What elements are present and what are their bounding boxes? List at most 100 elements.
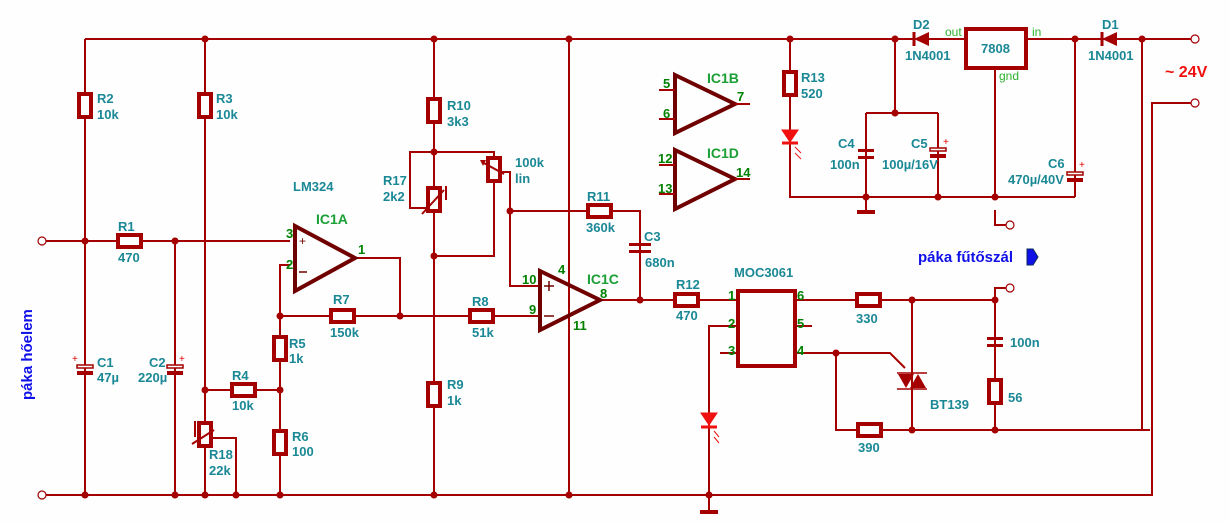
r18-name: R18	[209, 447, 233, 462]
ic1c-label: IC1C	[587, 271, 619, 287]
ic1d-pin-13: 13	[658, 181, 672, 196]
c5-name: C5	[911, 136, 928, 151]
resistor-390	[856, 422, 883, 438]
ic1c-pin-4: 4	[558, 262, 566, 277]
svg-text:+: +	[1079, 160, 1085, 171]
ic1b-label: IC1B	[707, 70, 739, 86]
moc-pin-5: 5	[797, 316, 804, 331]
resistor-r11	[586, 203, 613, 219]
led-heating	[700, 412, 720, 444]
regulator-pin-out: out	[945, 25, 962, 39]
r5-value: 1k	[289, 351, 304, 366]
r1-name: R1	[118, 219, 135, 234]
r3-value: 10k	[216, 107, 238, 122]
ic1d-pin-14: 14	[736, 165, 751, 180]
c2-value: 220µ	[138, 370, 167, 385]
svg-text:+: +	[179, 354, 185, 365]
resistor-r7	[329, 308, 356, 324]
r2-value: 10k	[97, 107, 119, 122]
supply-terminal-2	[1190, 98, 1200, 108]
resistor-r9	[426, 381, 442, 408]
moc-pin-6: 6	[797, 288, 804, 303]
r10-value: 3k3	[447, 114, 469, 129]
moc-pin-2: 2	[728, 316, 735, 331]
ic1b-pin-6: 6	[663, 106, 670, 121]
triac-name: BT139	[930, 397, 969, 412]
heater-terminal-2	[1005, 283, 1015, 293]
regulator-name: 7808	[981, 41, 1010, 56]
resistor-r18	[197, 421, 213, 448]
r4-name: R4	[232, 368, 249, 383]
c2-name: C2	[149, 355, 166, 370]
r11-name: R11	[587, 189, 610, 204]
c1-name: C1	[97, 355, 114, 370]
r17-value: 2k2	[383, 189, 405, 204]
capacitor-bodies	[76, 147, 1084, 375]
resistor-r6	[272, 429, 288, 456]
c3-name: C3	[644, 229, 661, 244]
c1-value: 47µ	[97, 370, 119, 385]
resistor-r8	[468, 308, 495, 324]
resistor-r12	[673, 292, 700, 308]
resistor-bodies	[77, 70, 1003, 456]
svg-text:+: +	[943, 137, 949, 148]
thermocouple-terminal-1	[37, 236, 47, 246]
ic-name: LM324	[293, 179, 334, 194]
r7-value: 150k	[330, 325, 360, 340]
ic1c-pin-11: 11	[573, 318, 587, 333]
resistor-r3	[197, 92, 213, 119]
heater-arrow-icon	[1026, 248, 1039, 266]
moc-pin-3: 3	[728, 343, 735, 358]
supply-label: ~ 24V	[1165, 64, 1208, 81]
svg-text:+: +	[72, 354, 78, 365]
ic1c-pin-10: 10	[522, 272, 536, 287]
resistor-330	[855, 292, 882, 308]
r1-value: 470	[118, 250, 140, 265]
resistor-56	[987, 378, 1003, 405]
d1-name: D1	[1102, 17, 1119, 32]
r3-name: R3	[216, 91, 233, 106]
pot-value: 100k	[515, 155, 545, 170]
resistor-r10	[426, 97, 442, 124]
r56-value: 56	[1008, 390, 1022, 405]
ic1b-pin-7: 7	[737, 89, 744, 104]
ic1d-pin-12: 12	[658, 151, 672, 166]
r6-name: R6	[292, 429, 309, 444]
c5-value: 100µ/16V	[882, 157, 938, 172]
led-power	[781, 129, 802, 160]
resistor-r5	[272, 335, 288, 362]
r10-name: R10	[447, 98, 471, 113]
r9-value: 1k	[447, 393, 462, 408]
r6-value: 100	[292, 444, 314, 459]
r13-name: R13	[801, 70, 825, 85]
r390-value: 390	[858, 440, 880, 455]
r9-name: R9	[447, 377, 464, 392]
opamp-ic1c	[538, 267, 605, 334]
svg-text:+: +	[299, 234, 306, 248]
moc-pin-4: 4	[797, 343, 805, 358]
ic1c-pin-8: 8	[600, 286, 607, 301]
c6-value: 470µ/40V	[1008, 172, 1064, 187]
thermocouple-terminal-2	[37, 490, 47, 500]
ic1a-pin-2: 2	[286, 257, 293, 272]
c6-name: C6	[1048, 156, 1065, 171]
r18-value: 22k	[209, 463, 231, 478]
ic1a-label: IC1A	[316, 211, 348, 227]
ic1a-pin-1: 1	[358, 242, 365, 257]
r13-value: 520	[801, 86, 823, 101]
r330-value: 330	[856, 311, 878, 326]
resistor-r4	[230, 382, 257, 398]
r11-value: 360k	[586, 220, 616, 235]
junctions	[81, 35, 1146, 499]
pot-taper: lin	[515, 171, 530, 186]
resistor-r2	[77, 92, 93, 119]
thermocouple-label: páka hőelem	[19, 309, 36, 400]
c4-name: C4	[838, 136, 855, 151]
regulator-7808	[964, 27, 1028, 70]
moc-pin-1: 1	[728, 288, 735, 303]
supply-terminal-1	[1190, 34, 1200, 44]
c4-value: 100n	[830, 157, 860, 172]
r2-name: R2	[97, 91, 114, 106]
d1-value: 1N4001	[1088, 48, 1134, 63]
